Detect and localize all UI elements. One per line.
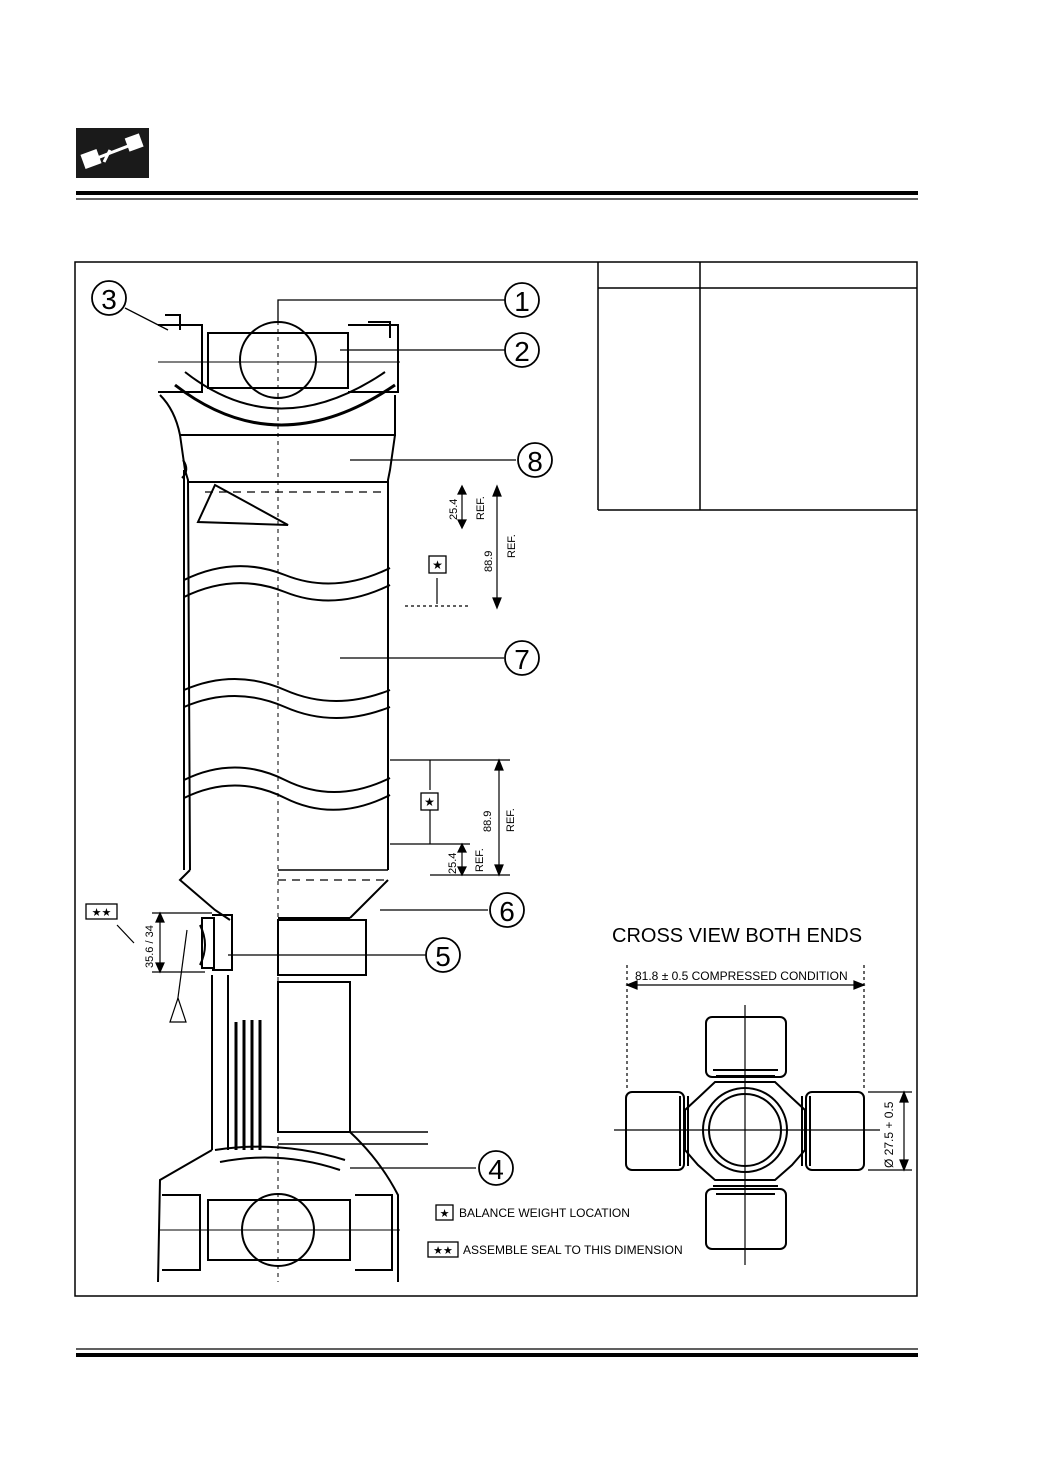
callout-4: 4 <box>478 1150 514 1186</box>
dim-lower-long-ref: REF. <box>505 808 517 832</box>
callout-1: 1 <box>504 282 540 318</box>
callout-5: 5 <box>425 937 461 973</box>
diagram-frame <box>74 261 918 1297</box>
svg-text:★: ★ <box>424 795 435 809</box>
svg-text:7: 7 <box>514 644 530 675</box>
svg-text:3: 3 <box>101 284 117 315</box>
cross-view-title: CROSS VIEW BOTH ENDS <box>612 925 862 947</box>
cross-view-spider <box>614 1005 880 1265</box>
svg-text:2: 2 <box>514 336 530 367</box>
upper-dimensions <box>405 484 502 610</box>
svg-text:★★: ★★ <box>433 1245 453 1257</box>
legend-seal-label: ASSEMBLE SEAL TO THIS DIMENSION <box>463 1243 683 1257</box>
dim-upper-long-ref: REF. <box>506 534 518 558</box>
svg-text:5: 5 <box>435 941 451 972</box>
dim-lower-short-ref: REF. <box>474 848 486 872</box>
propeller-shaft-icon <box>80 133 144 169</box>
svg-text:★★: ★★ <box>92 907 112 919</box>
callout-6: 6 <box>489 892 525 928</box>
callout-3: 3 <box>91 280 127 316</box>
svg-text:1: 1 <box>514 286 530 317</box>
leader-lines <box>124 299 516 1169</box>
callout-8: 8 <box>517 442 553 478</box>
dim-upper-long: 88.9 <box>483 551 495 572</box>
svg-text:8: 8 <box>527 446 543 477</box>
legend-balance: ★ BALANCE WEIGHT LOCATION <box>435 1204 630 1221</box>
svg-text:★: ★ <box>440 1208 450 1220</box>
svg-text:4: 4 <box>488 1154 504 1185</box>
seal-marker: ★★ <box>85 903 118 920</box>
lower-dimensions <box>390 758 510 877</box>
seal-dimension <box>116 911 212 1023</box>
cross-view-diameter-label: Ø 27.5 + 0.5 <box>882 1101 896 1168</box>
callout-2: 2 <box>504 332 540 368</box>
dim-upper-short-ref: REF. <box>475 496 487 520</box>
cross-view-width-dimension <box>625 965 866 1090</box>
legend-seal: ★★ ASSEMBLE SEAL TO THIS DIMENSION <box>427 1241 683 1258</box>
balance-marker-lower: ★ <box>420 792 439 811</box>
propeller-shaft-drawing <box>157 305 428 1283</box>
dim-seal: 35.6 / 34 <box>144 925 156 968</box>
svg-text:6: 6 <box>499 896 515 927</box>
cross-view-width-label: 81.8 ± 0.5 COMPRESSED CONDITION <box>635 969 848 983</box>
parts-table <box>597 262 917 511</box>
dim-lower-long: 88.9 <box>482 811 494 832</box>
dim-lower-short: 25.4 <box>447 853 459 874</box>
balance-marker-upper: ★ <box>428 555 447 574</box>
svg-text:★: ★ <box>432 558 443 572</box>
cross-view-diameter-dimension <box>868 1090 912 1172</box>
legend-balance-label: BALANCE WEIGHT LOCATION <box>459 1206 630 1220</box>
callout-7: 7 <box>504 640 540 676</box>
dim-upper-short: 25.4 <box>448 499 460 520</box>
header-icon-box <box>76 128 149 178</box>
